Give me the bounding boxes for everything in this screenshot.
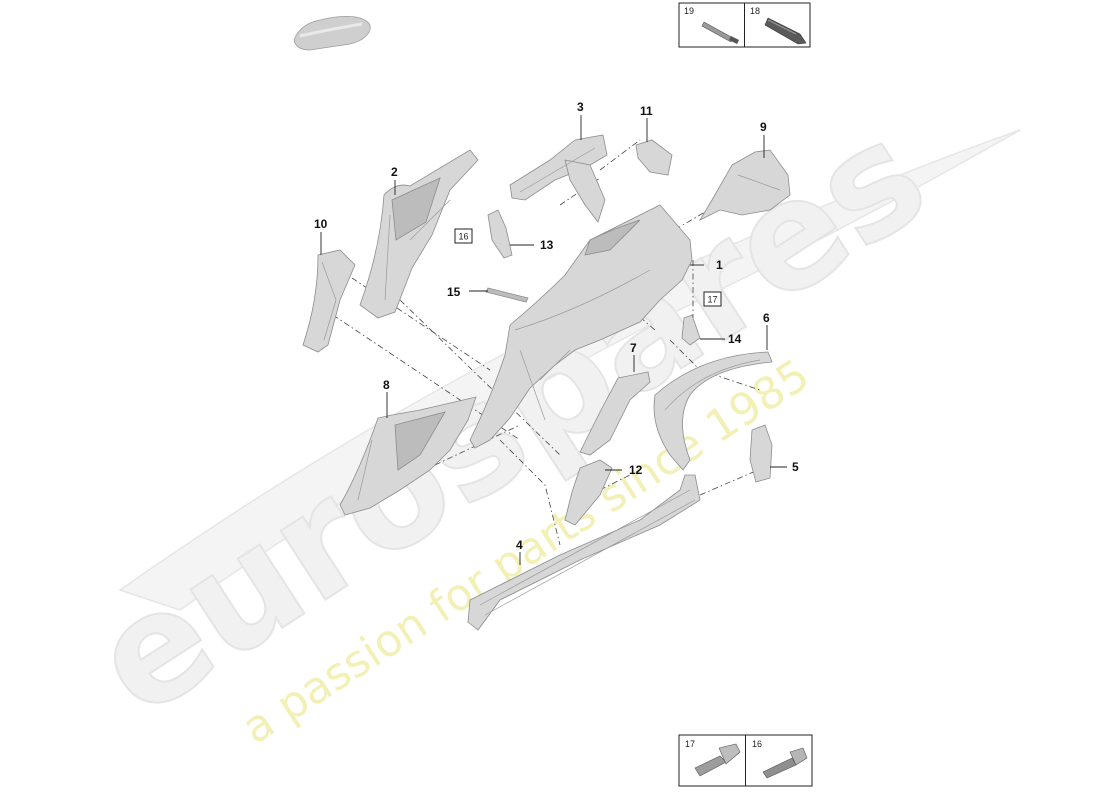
leader-lines — [320, 115, 787, 565]
callout-11: 11 — [640, 104, 653, 118]
callout-15: 15 — [447, 285, 461, 299]
legend-bottom-label-16: 16 — [752, 739, 762, 749]
rivet-nut-icon — [694, 743, 741, 777]
callout-7: 7 — [630, 341, 637, 355]
callout-3: 3 — [577, 100, 584, 114]
callout-14: 14 — [728, 332, 742, 346]
sealant-tube-icon — [764, 17, 807, 45]
part-8[interactable] — [339, 396, 477, 516]
callout-13: 13 — [540, 238, 554, 252]
part-1[interactable] — [469, 204, 693, 449]
callout-5: 5 — [792, 460, 799, 474]
callout-1: 1 — [716, 258, 723, 272]
part-3[interactable] — [509, 134, 608, 223]
callouts: 1 2 3 4 5 6 7 8 9 10 11 12 13 14 15 — [314, 100, 799, 552]
boxed-ref-17-label: 17 — [708, 295, 718, 305]
legend-top-label-19: 19 — [684, 6, 694, 16]
part-11[interactable] — [635, 139, 673, 176]
callout-6: 6 — [763, 311, 770, 325]
part-9[interactable] — [698, 149, 791, 221]
callout-8: 8 — [383, 378, 390, 392]
callout-10: 10 — [314, 217, 328, 231]
callout-2: 2 — [391, 165, 398, 179]
callout-12: 12 — [629, 463, 643, 477]
part-13[interactable] — [487, 209, 513, 259]
boxed-ref-16-label: 16 — [459, 232, 469, 242]
legend-top-label-18: 18 — [750, 6, 760, 16]
part-6[interactable] — [653, 351, 773, 471]
callout-4: 4 — [516, 538, 523, 552]
part-7[interactable] — [579, 371, 651, 456]
boxed-ref-16[interactable]: 16 — [454, 228, 473, 244]
callout-9: 9 — [760, 120, 767, 134]
legend-top: 19 18 — [678, 2, 811, 48]
part-15[interactable] — [485, 287, 529, 303]
part-2[interactable] — [359, 149, 479, 319]
legend-bottom-label-17: 17 — [685, 739, 695, 749]
part-5[interactable] — [749, 424, 773, 483]
car-silhouette-icon — [293, 16, 371, 51]
legend-bottom: 17 16 — [678, 734, 813, 787]
part-14[interactable] — [681, 314, 701, 346]
probe-tool-icon — [701, 21, 739, 44]
part-12[interactable] — [564, 459, 613, 526]
part-10[interactable] — [302, 249, 356, 353]
boxed-ref-17[interactable]: 17 — [703, 291, 722, 307]
part-4[interactable] — [467, 474, 701, 631]
bolt-icon — [762, 747, 808, 779]
